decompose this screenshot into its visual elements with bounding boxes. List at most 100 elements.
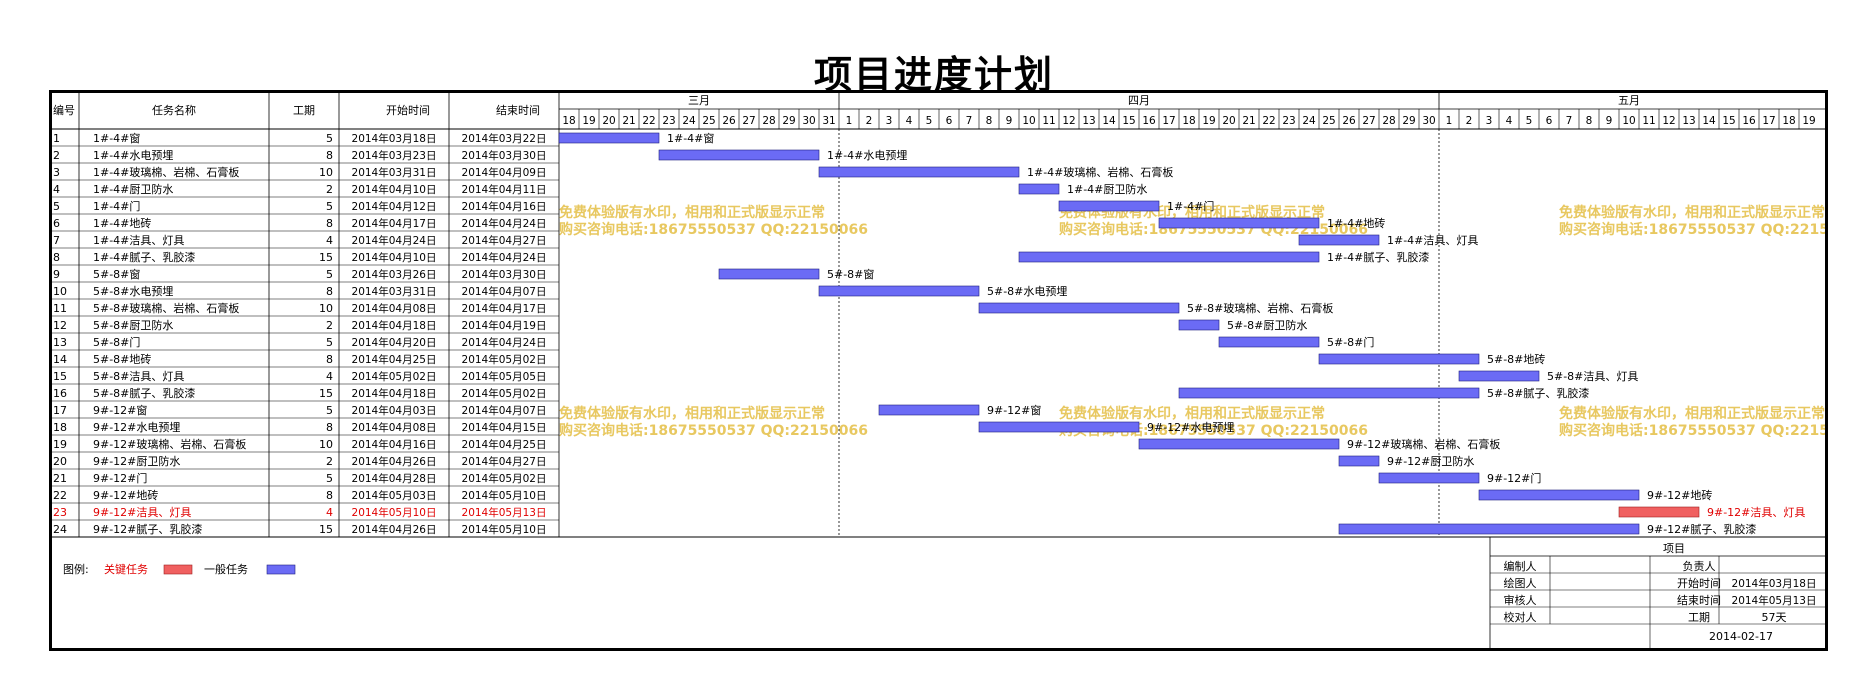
- task-id: 1: [53, 132, 60, 145]
- day-label: 7: [1566, 115, 1573, 127]
- task-name: 1#-4#腻子、乳胶漆: [93, 250, 195, 264]
- task-id: 5: [53, 200, 60, 213]
- day-label: 17: [1162, 115, 1175, 127]
- task-duration: 8: [326, 285, 333, 298]
- task-duration: 2: [326, 183, 333, 196]
- task-duration: 10: [319, 302, 333, 315]
- day-label: 1: [1446, 115, 1453, 127]
- task-bar: [1298, 234, 1380, 246]
- day-label: 12: [1662, 115, 1675, 127]
- task-end: 2014年04月19日: [462, 319, 547, 332]
- task-bar-label: 9#-12#窗: [987, 403, 1041, 417]
- day-label: 19: [582, 115, 595, 127]
- month-label: 三月: [688, 94, 710, 107]
- task-bar-label: 5#-8#水电预埋: [987, 285, 1067, 298]
- legend-critical-label: 关键任务: [104, 562, 148, 576]
- day-label: 30: [1422, 115, 1435, 127]
- day-label: 9: [1006, 115, 1013, 127]
- day-label: 23: [1282, 115, 1295, 127]
- task-bar-label: 5#-8#厨卫防水: [1227, 318, 1307, 332]
- task-bar-label: 5#-8#门: [1327, 335, 1374, 349]
- task-start: 2014年04月12日: [352, 200, 437, 213]
- task-id: 3: [53, 166, 60, 179]
- task-end: 2014年04月11日: [462, 183, 547, 196]
- task-bar-label: 1#-4#窗: [667, 131, 714, 145]
- task-start: 2014年04月18日: [352, 319, 437, 332]
- task-end: 2014年04月27日: [462, 455, 547, 468]
- task-start: 2014年04月10日: [352, 183, 437, 196]
- day-label: 29: [782, 115, 795, 127]
- task-name: 1#-4#窗: [93, 131, 140, 145]
- day-label: 6: [1546, 115, 1553, 127]
- task-start: 2014年04月18日: [352, 387, 437, 400]
- day-label: 14: [1702, 115, 1716, 127]
- task-id: 10: [53, 285, 67, 298]
- task-bar: [1218, 336, 1320, 348]
- task-end: 2014年04月27日: [462, 234, 547, 247]
- task-name: 1#-4#地砖: [93, 216, 151, 230]
- task-name: 5#-8#腻子、乳胶漆: [93, 386, 195, 400]
- task-bar-label: 9#-12#地砖: [1647, 488, 1712, 502]
- task-id: 2: [53, 149, 60, 162]
- task-bar: [558, 132, 660, 144]
- task-bar-label: 1#-4#门: [1167, 199, 1214, 213]
- task-bar: [1458, 370, 1540, 382]
- watermark-line1: 免费体验版有水印，相用和正式版显示正常: [1059, 405, 1325, 422]
- task-bar: [818, 285, 980, 297]
- task-end: 2014年05月02日: [462, 387, 547, 400]
- task-name: 9#-12#门: [93, 471, 147, 485]
- task-start: 2014年03月31日: [352, 166, 437, 179]
- watermark-line2: 购买咨询电话:18675550537 QQ:22150066: [1559, 221, 1828, 238]
- task-duration: 2: [326, 319, 333, 332]
- day-label: 24: [1302, 115, 1316, 127]
- day-label: 16: [1142, 115, 1156, 127]
- task-duration: 8: [326, 421, 333, 434]
- day-label: 26: [722, 115, 736, 127]
- day-label: 9: [1606, 115, 1613, 127]
- task-duration: 4: [326, 234, 333, 247]
- task-end: 2014年04月24日: [462, 251, 547, 264]
- task-bar-label: 9#-12#水电预埋: [1147, 421, 1234, 434]
- day-label: 11: [1042, 115, 1055, 127]
- task-bar: [818, 166, 1020, 178]
- day-label: 20: [602, 115, 615, 127]
- task-id: 8: [53, 251, 60, 264]
- task-start: 2014年03月26日: [352, 268, 437, 281]
- task-duration: 15: [319, 251, 333, 264]
- day-label: 7: [966, 115, 973, 127]
- task-id: 13: [53, 336, 67, 349]
- header-id: 编号: [53, 103, 75, 117]
- task-bar: [1478, 489, 1640, 501]
- task-name: 5#-8#门: [93, 335, 140, 349]
- info-reviewer: 审核人: [1504, 593, 1537, 607]
- page-title: 项目进度计划: [813, 52, 1054, 97]
- day-label: 15: [1722, 115, 1735, 127]
- task-duration: 4: [326, 506, 333, 519]
- day-label: 14: [1102, 115, 1116, 127]
- day-label: 10: [1622, 115, 1635, 127]
- info-duration-label: 工期: [1688, 611, 1710, 624]
- info-start-label: 开始时间: [1677, 576, 1721, 590]
- task-start: 2014年04月03日: [352, 404, 437, 417]
- task-start: 2014年04月24日: [352, 234, 437, 247]
- task-start: 2014年04月26日: [352, 455, 437, 468]
- task-duration: 5: [326, 132, 333, 145]
- task-bar: [718, 268, 820, 280]
- task-name: 5#-8#地砖: [93, 352, 151, 366]
- day-label: 28: [762, 115, 775, 127]
- info-editor: 编制人: [1504, 559, 1537, 573]
- task-duration: 4: [326, 370, 333, 383]
- task-duration: 8: [326, 489, 333, 502]
- task-end: 2014年05月02日: [462, 353, 547, 366]
- task-end: 2014年05月10日: [462, 523, 547, 536]
- day-label: 30: [802, 115, 815, 127]
- task-bar: [1138, 438, 1340, 450]
- task-start: 2014年04月10日: [352, 251, 437, 264]
- info-drawer: 绘图人: [1504, 576, 1537, 590]
- chart-frame: [49, 90, 1828, 651]
- task-start: 2014年04月20日: [352, 336, 437, 349]
- task-name: 5#-8#厨卫防水: [93, 318, 173, 332]
- task-id: 15: [53, 370, 67, 383]
- task-bar-label: 1#-4#水电预埋: [827, 149, 907, 162]
- watermark-line1: 免费体验版有水印，相用和正式版显示正常: [559, 405, 825, 422]
